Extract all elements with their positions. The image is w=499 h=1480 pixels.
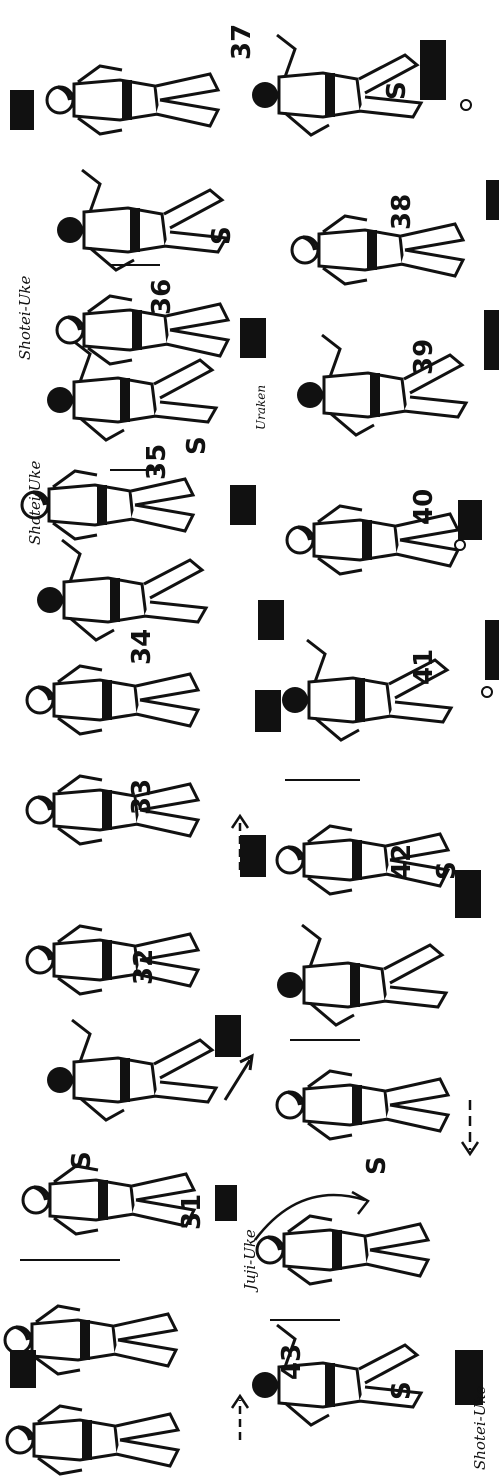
marker-block bbox=[215, 1185, 237, 1221]
s-marker: S bbox=[67, 1151, 97, 1170]
s-marker: S bbox=[382, 81, 412, 100]
figure-42b bbox=[277, 925, 446, 1025]
figure-36b bbox=[57, 170, 226, 270]
figure-start bbox=[7, 1406, 178, 1474]
note-uraken: Uraken bbox=[254, 385, 268, 430]
marker-block bbox=[10, 90, 34, 130]
figure-37a bbox=[47, 66, 218, 134]
figure-38 bbox=[292, 216, 463, 284]
figure-42c bbox=[277, 826, 448, 894]
note-shotei-uke: Shotei-Uke bbox=[471, 1386, 489, 1470]
figure-32 bbox=[27, 926, 198, 994]
figure-42a bbox=[277, 1071, 448, 1139]
note-juji-uke: Juji-Uke bbox=[241, 1229, 259, 1293]
step-number: 39 bbox=[409, 339, 439, 375]
step-number: 34 bbox=[127, 629, 157, 665]
s-marker: S bbox=[207, 226, 237, 245]
marker-block bbox=[485, 620, 499, 680]
figure-35a bbox=[22, 471, 193, 539]
s-marker: S bbox=[387, 1381, 417, 1400]
step-number: 37 bbox=[227, 24, 257, 60]
figure-34 bbox=[37, 540, 206, 640]
figure-33a bbox=[27, 776, 198, 844]
step-number: 41 bbox=[409, 649, 439, 685]
marker-block bbox=[215, 1015, 241, 1057]
step-number: 40 bbox=[409, 489, 439, 525]
step-number: 31 bbox=[177, 1194, 207, 1230]
figure-33b bbox=[27, 666, 198, 734]
figure-43b bbox=[257, 1216, 428, 1284]
step-number: 38 bbox=[387, 194, 417, 230]
figure-35b bbox=[47, 340, 216, 440]
marker-block bbox=[230, 485, 256, 525]
marker-block bbox=[258, 600, 284, 640]
marker-block bbox=[240, 835, 266, 877]
step-number: 32 bbox=[129, 949, 159, 985]
marker-block bbox=[486, 180, 499, 220]
s-marker: S bbox=[362, 1156, 392, 1175]
step-number: 35 bbox=[142, 444, 172, 480]
step-number: 33 bbox=[127, 779, 157, 815]
marker-block bbox=[420, 40, 446, 100]
step-number: 43 bbox=[277, 1344, 307, 1380]
s-marker: S bbox=[182, 436, 212, 455]
row-two bbox=[252, 35, 499, 1425]
step-number: 36 bbox=[147, 279, 177, 315]
note-shotei-uke: Shotei-Uke bbox=[26, 461, 44, 545]
marker-block bbox=[458, 500, 482, 540]
marker-block bbox=[240, 318, 266, 358]
figure-31b bbox=[47, 1020, 216, 1120]
figure-39 bbox=[297, 335, 466, 435]
note-shotei-uke: Shotei-Uke bbox=[16, 276, 34, 360]
s-marker: S bbox=[432, 861, 462, 880]
figure-31a bbox=[23, 1166, 194, 1234]
marker-block bbox=[484, 310, 499, 370]
step-number: 42 bbox=[387, 844, 417, 880]
figure-36a bbox=[57, 296, 228, 364]
marker-block bbox=[255, 690, 281, 732]
marker-block bbox=[10, 1350, 36, 1388]
